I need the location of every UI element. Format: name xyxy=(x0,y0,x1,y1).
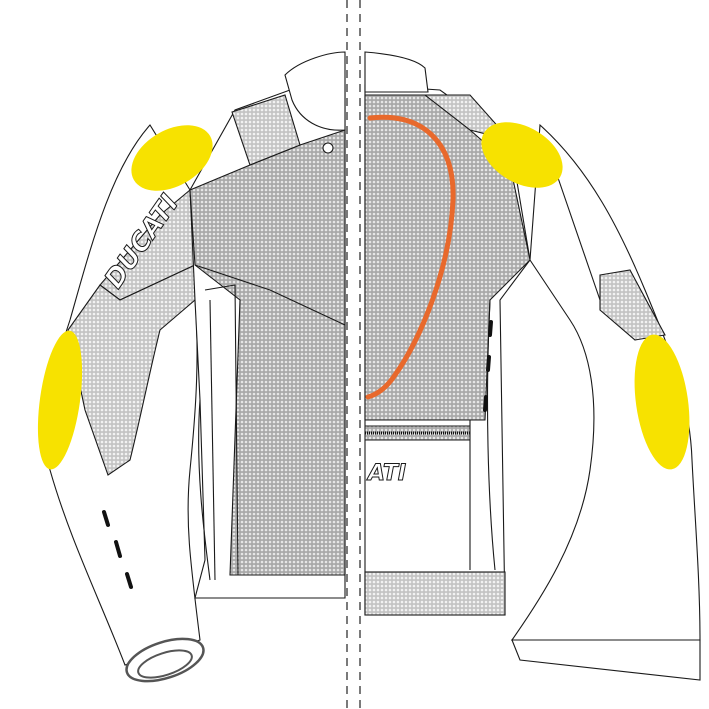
center-divider xyxy=(346,0,361,709)
collar-button xyxy=(322,142,334,154)
left-sleeve-mesh-elbow xyxy=(67,264,196,476)
back-side-seam xyxy=(486,299,496,571)
back-bottom-mesh xyxy=(364,571,506,616)
left-shoulder-pad xyxy=(131,125,213,191)
front-shoulder-mesh xyxy=(231,94,301,166)
right-cuff xyxy=(511,639,701,681)
right-sleeve xyxy=(510,123,701,641)
left-elbow-pad xyxy=(37,330,83,470)
back-protector-outline xyxy=(365,114,456,400)
right-side-vents xyxy=(483,320,493,412)
front-collar xyxy=(284,51,346,131)
front-side-panel-seam xyxy=(198,399,211,581)
front-pocket-seam xyxy=(204,284,239,576)
back-logo: ATI xyxy=(366,461,406,486)
protector-pads xyxy=(37,122,690,470)
front-seam xyxy=(194,264,346,326)
right-elbow-pad xyxy=(634,334,690,470)
back-view: ATI xyxy=(364,51,701,681)
right-shoulder-pad xyxy=(481,122,563,188)
left-cuff-opening xyxy=(137,649,193,679)
back-collar xyxy=(364,51,429,93)
front-view: DUCATI xyxy=(44,51,346,683)
left-sleeve-vents xyxy=(102,510,133,589)
front-side-seam xyxy=(209,299,216,581)
